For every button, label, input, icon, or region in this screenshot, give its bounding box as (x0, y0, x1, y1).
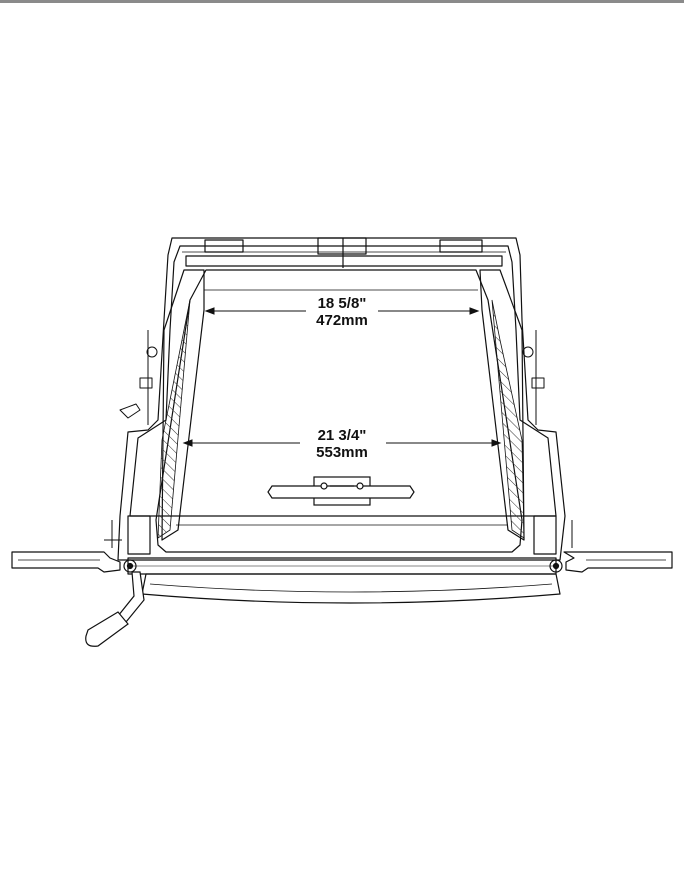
top-border-rule (0, 0, 684, 3)
dimension-upper (204, 307, 480, 315)
right-flange (563, 551, 673, 573)
right-side-details (522, 330, 573, 548)
left-liner (161, 269, 205, 541)
left-side-details (104, 330, 158, 548)
dimension-upper-metric: 472mm (316, 312, 368, 329)
outer-housing-inner (129, 245, 557, 517)
dimension-lower-imperial: 21 3/4" (318, 427, 367, 444)
handle-icon (267, 476, 415, 506)
dimension-upper-imperial: 18 5/8" (318, 295, 367, 312)
left-lower-bracket (127, 515, 151, 555)
dimension-lower (182, 439, 502, 447)
door-bottom (141, 573, 561, 604)
outer-housing (117, 237, 566, 561)
left-flange (11, 551, 121, 573)
dimension-lower-metric: 553mm (316, 444, 368, 461)
hinge-icon (123, 559, 563, 573)
top-bracket (182, 237, 506, 268)
right-liner (479, 269, 525, 541)
crank-lever-icon (85, 571, 145, 647)
right-hatch (491, 299, 525, 539)
left-hatch (157, 299, 191, 539)
right-lower-bracket (533, 515, 557, 555)
